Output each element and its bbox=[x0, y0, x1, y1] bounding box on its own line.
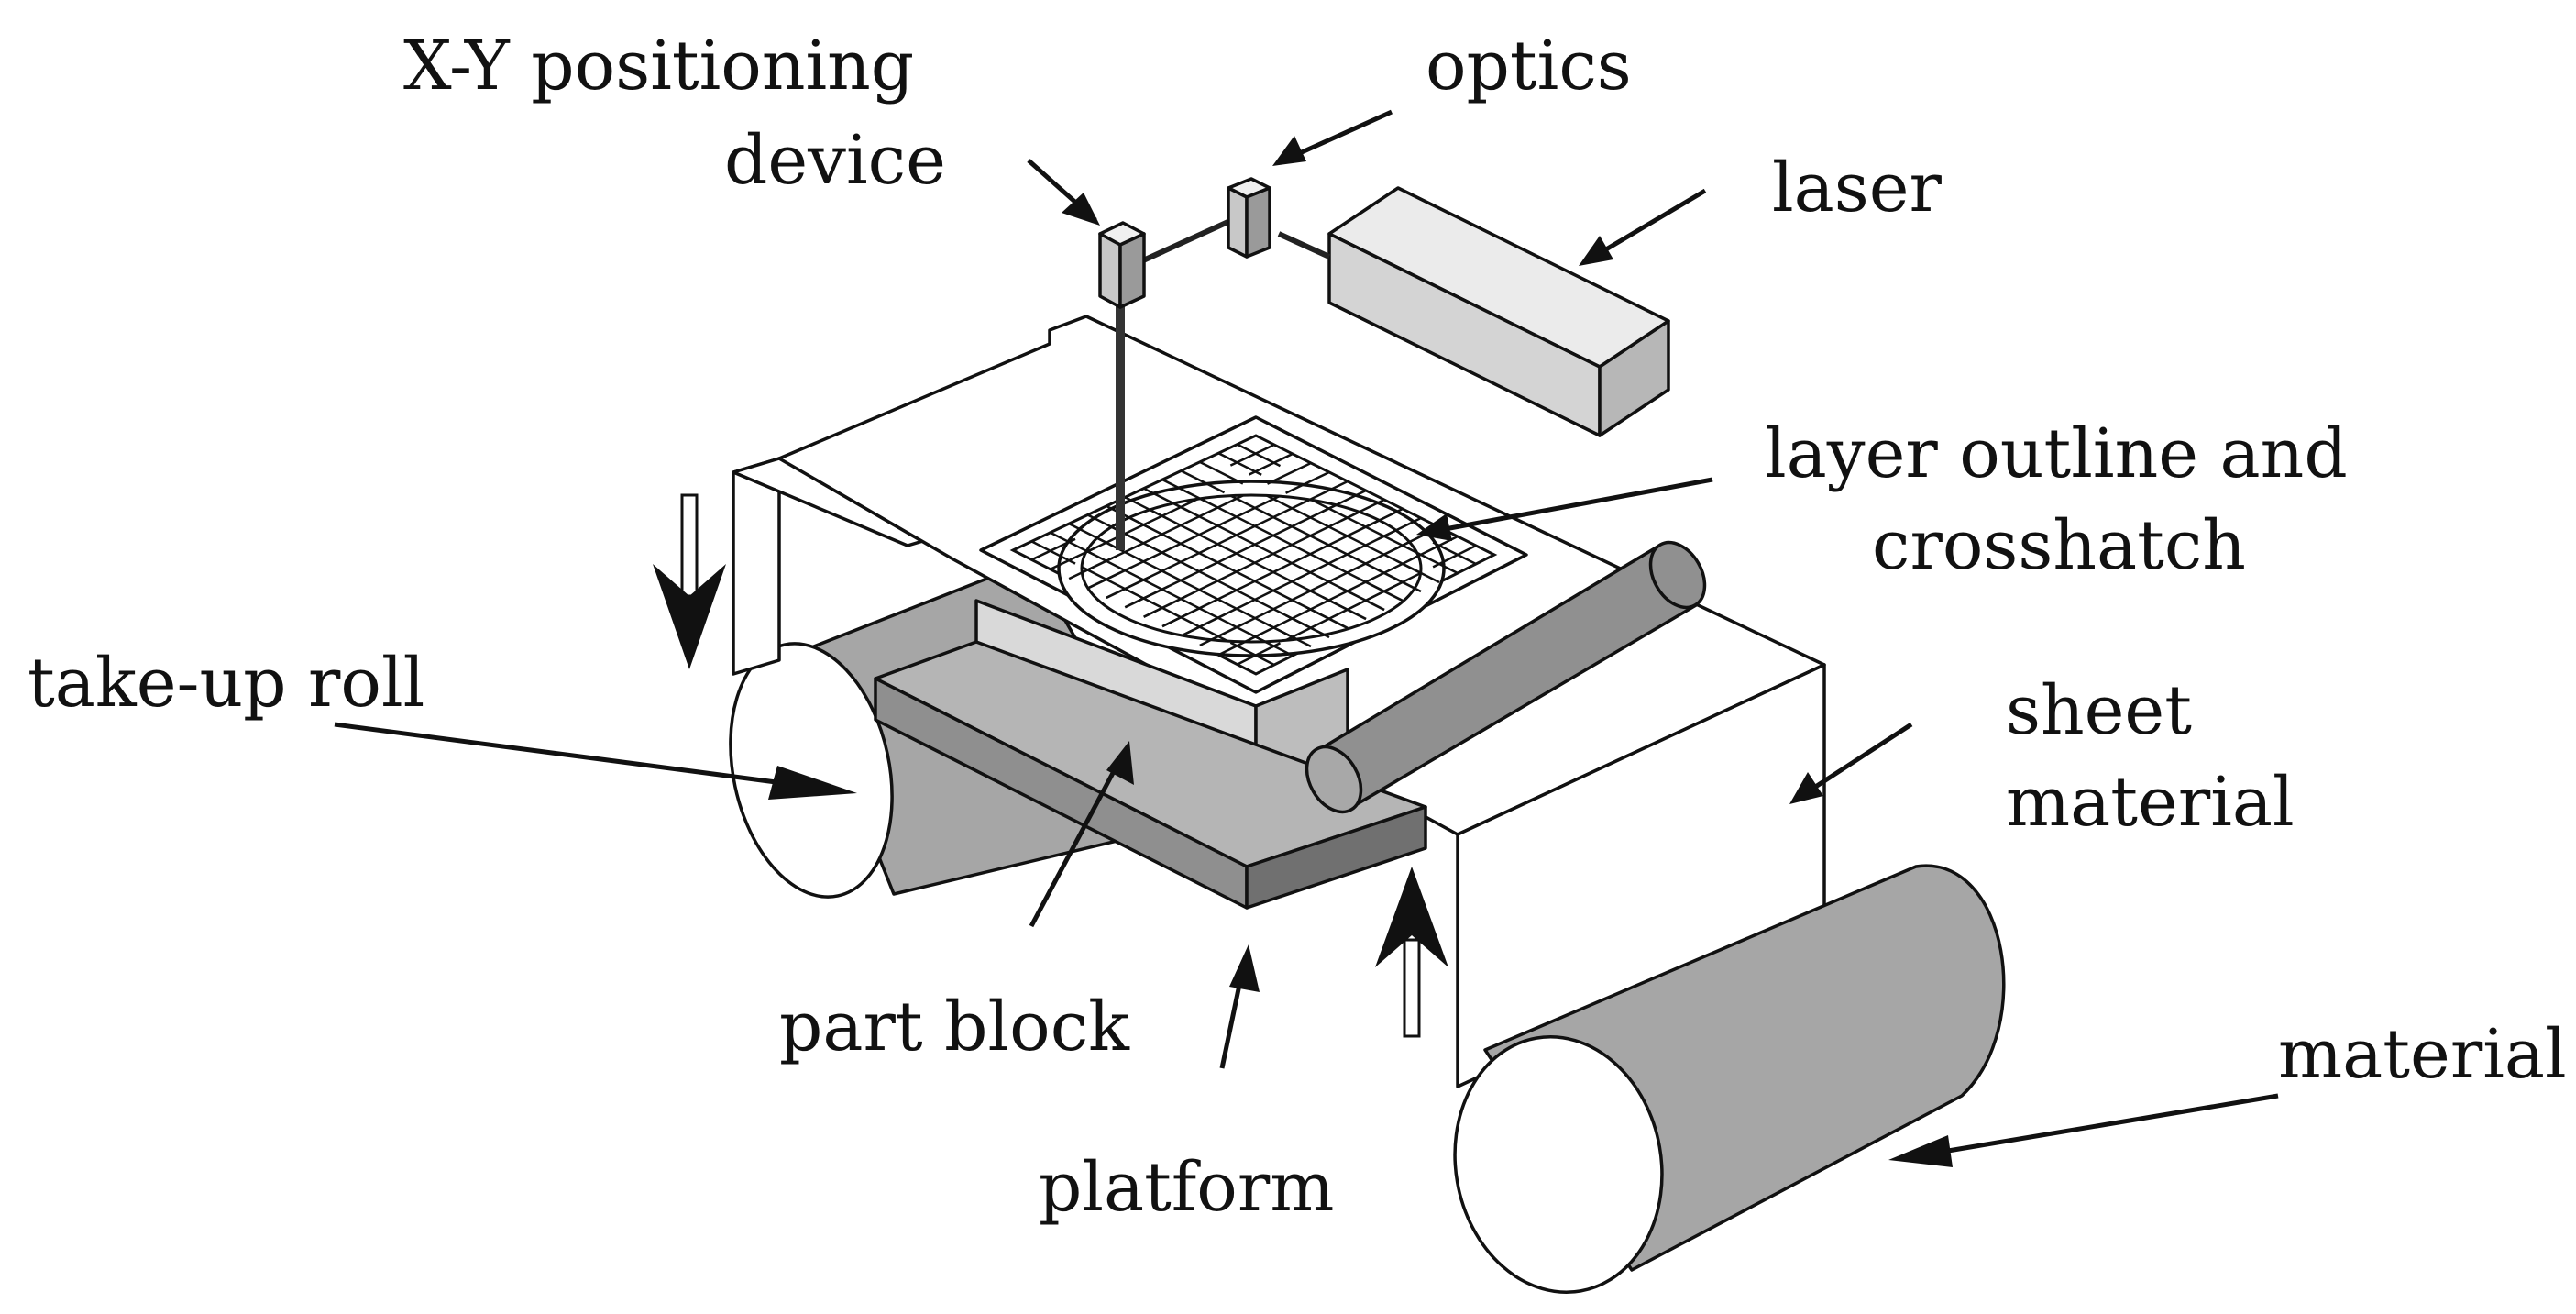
crosshatch-line bbox=[1414, 550, 1459, 575]
crosshatch-line bbox=[1068, 557, 1114, 580]
arrow-take-up-roll bbox=[334, 722, 857, 800]
crosshatch-line bbox=[1432, 544, 1477, 569]
supply-up-arrow bbox=[1375, 867, 1448, 1038]
crosshatch-line bbox=[1199, 623, 1244, 646]
crosshatch-line bbox=[1161, 603, 1206, 628]
crosshatch-line bbox=[1285, 470, 1330, 494]
crosshatch-line bbox=[1124, 496, 1170, 521]
crosshatch-line bbox=[1395, 559, 1440, 584]
crosshatch-line bbox=[1082, 540, 1275, 642]
label-part-block: part block bbox=[779, 988, 1130, 1066]
crosshatch-line bbox=[1359, 578, 1404, 602]
crosshatch-line bbox=[1143, 487, 1188, 512]
label-optics: optics bbox=[1426, 27, 1632, 105]
crosshatch-line bbox=[1199, 460, 1244, 485]
platform bbox=[874, 640, 1427, 910]
crosshatch-line bbox=[1180, 469, 1226, 494]
crosshatch-line bbox=[1143, 594, 1188, 618]
crosshatch-line bbox=[1377, 516, 1422, 541]
material-roll bbox=[1453, 864, 2006, 1294]
arrow-material bbox=[1888, 1093, 2279, 1167]
crosshatch-line bbox=[1237, 443, 1282, 468]
labels: X-Y positioning device optics laser laye… bbox=[28, 27, 2567, 1227]
crosshatch-line bbox=[1340, 587, 1385, 612]
label-material: material bbox=[2278, 1015, 2567, 1094]
crosshatch-line bbox=[1304, 604, 1349, 630]
crosshatch-line bbox=[1124, 585, 1170, 609]
arrow-part-block bbox=[1029, 741, 1134, 928]
arrow-optics bbox=[1272, 109, 1393, 166]
crosshatch-line bbox=[1377, 569, 1422, 593]
crosshatch-line bbox=[1266, 461, 1312, 485]
label-layer-outline-line2: crosshatch bbox=[1872, 506, 2246, 585]
xy-positioning-device bbox=[1098, 221, 1146, 309]
label-sheet-line2: material bbox=[2006, 763, 2295, 842]
optics-unit bbox=[1227, 177, 1271, 259]
crosshatch-line bbox=[1161, 478, 1206, 502]
beam-path bbox=[1116, 213, 1331, 550]
crosshatch-line bbox=[1237, 642, 1282, 666]
crosshatch-line bbox=[1050, 531, 1095, 557]
pointer-arrows bbox=[334, 109, 2279, 1167]
label-xy-device-line2: device bbox=[724, 121, 946, 200]
label-take-up-roll: take-up roll bbox=[28, 644, 424, 723]
label-sheet-line1: sheet bbox=[2006, 671, 2192, 750]
crosshatch-line bbox=[1086, 566, 1132, 590]
crosshatch-line bbox=[1217, 632, 1262, 657]
label-platform: platform bbox=[1039, 1148, 1334, 1227]
crosshatch-line bbox=[1217, 452, 1262, 476]
crosshatch-line bbox=[1237, 544, 1421, 642]
crosshatch-line bbox=[1340, 498, 1385, 523]
crosshatch-line bbox=[1304, 480, 1349, 503]
laser bbox=[1327, 186, 1670, 437]
arrow-xy-device bbox=[1027, 159, 1100, 226]
crosshatch-line bbox=[1359, 507, 1404, 532]
take-up-down-arrow bbox=[653, 493, 726, 669]
crosshatch-line bbox=[1068, 523, 1114, 547]
arrow-platform bbox=[1219, 944, 1260, 1069]
crosshatch-line bbox=[1285, 613, 1330, 639]
pressure-roller bbox=[1305, 540, 1707, 814]
crosshatch-line bbox=[1106, 575, 1150, 600]
arrow-sheet-material bbox=[1789, 722, 1913, 804]
crosshatch-line bbox=[1180, 613, 1226, 637]
label-xy-device-line1: X-Y positioning bbox=[403, 27, 914, 105]
arrow-layer-outline bbox=[1416, 477, 1713, 541]
crosshatch-line bbox=[1322, 595, 1367, 621]
crosshatch-line bbox=[1322, 489, 1367, 513]
crosshatch-line bbox=[1266, 623, 1312, 648]
label-laser: laser bbox=[1772, 149, 1943, 227]
label-layer-outline-line1: layer outline and bbox=[1765, 414, 2348, 493]
crosshatch-line bbox=[1432, 541, 1477, 566]
arrow-laser bbox=[1579, 188, 1707, 266]
crosshatch-line bbox=[1106, 504, 1150, 529]
